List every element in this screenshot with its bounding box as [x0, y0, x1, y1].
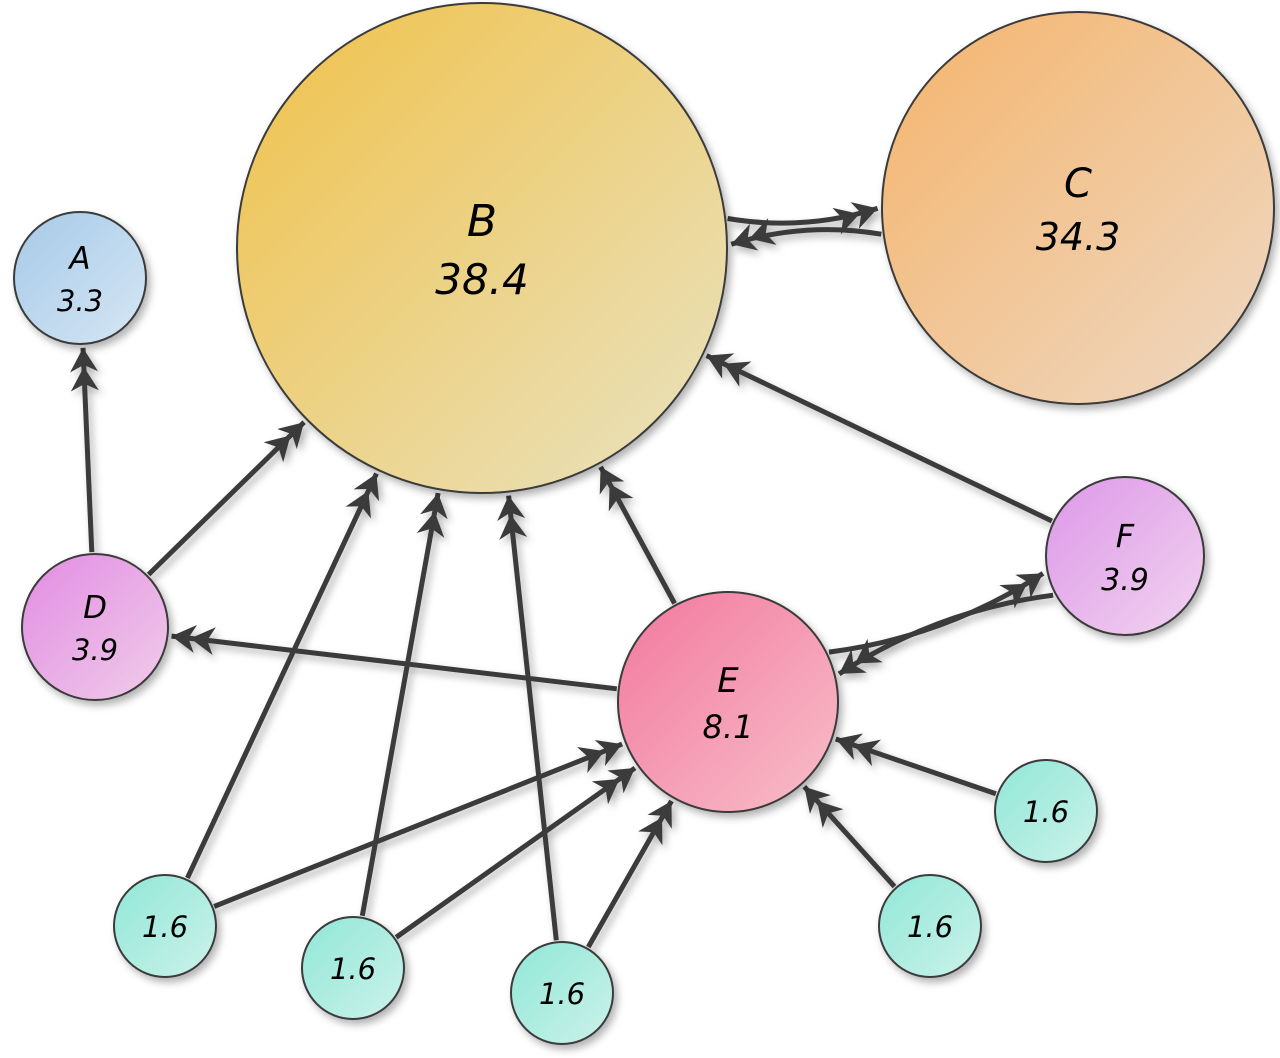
node-label-D: D: [83, 590, 107, 626]
node-label-E: E: [717, 661, 739, 701]
edge-g3-to-E: [586, 799, 674, 949]
node-circle-D: [21, 553, 169, 701]
node-value-g4: 1.6: [907, 910, 953, 944]
node-circle-A: [13, 211, 147, 345]
edge-g4-to-E: [802, 785, 897, 889]
edge-B-to-C: [727, 202, 879, 235]
edge-E-to-F: [828, 571, 1045, 655]
node-value-D: 3.9: [72, 633, 118, 667]
node-circle-E: [617, 591, 839, 813]
node-circle-g1: [113, 874, 217, 978]
node-circle-g2: [301, 916, 405, 1020]
node-circle-F: [1045, 476, 1205, 636]
node-value-g2: 1.6: [330, 952, 376, 986]
edge-E-to-D: [171, 625, 618, 692]
node-circle-C: [881, 11, 1275, 405]
node-value-B: 38.4: [435, 255, 529, 304]
node-A: A 3.3: [13, 211, 147, 345]
edge-F-to-B: [705, 353, 1053, 524]
node-D: D 3.9: [21, 553, 169, 701]
node-value-g3: 1.6: [539, 977, 585, 1011]
node-value-g1: 1.6: [142, 910, 188, 944]
edge-D-to-A: [70, 347, 99, 553]
node-g4: 1.6: [878, 874, 982, 978]
edge-F-to-E: [837, 592, 1054, 676]
node-value-g5: 1.6: [1023, 795, 1069, 829]
node-label-C: C: [1064, 161, 1092, 207]
node-g1: 1.6: [113, 874, 217, 978]
node-F: F 3.9: [1045, 476, 1205, 636]
node-B: B 38.4: [236, 2, 728, 494]
node-g2: 1.6: [301, 916, 405, 1020]
node-value-F: 3.9: [1101, 563, 1149, 598]
node-circle-g3: [510, 941, 614, 1045]
node-value-E: 8.1: [703, 708, 754, 746]
node-g3: 1.6: [510, 941, 614, 1045]
edge-g5-to-E: [834, 733, 997, 797]
node-circle-B: [236, 2, 728, 494]
edge-g2-to-B: [359, 492, 448, 917]
edge-g3-to-B: [497, 495, 559, 941]
node-value-A: 3.3: [57, 284, 103, 318]
node-value-C: 34.3: [1036, 215, 1121, 259]
edge-g2-to-E: [394, 765, 637, 940]
node-C: C 34.3: [881, 11, 1275, 405]
node-label-A: A: [67, 241, 90, 277]
node-g5: 1.6: [994, 759, 1098, 863]
node-circle-g4: [878, 874, 982, 978]
edge-E-to-B: [598, 465, 677, 605]
node-label-F: F: [1116, 517, 1135, 555]
node-circle-g5: [994, 759, 1098, 863]
edge-g1-to-B: [185, 472, 380, 880]
node-E: E 8.1: [617, 591, 839, 813]
edge-C-to-B: [730, 218, 882, 251]
edge-D-to-B: [146, 420, 306, 577]
nodes-layer: A 3.3 B 38.4 C 34.3D 3.9E 8.1 F 3.9 1.6 1.6 1.6 1.6 1.…: [13, 2, 1275, 1045]
node-label-B: B: [467, 196, 497, 247]
edges-layer: [70, 202, 1054, 949]
edge-g1-to-E: [213, 739, 624, 909]
